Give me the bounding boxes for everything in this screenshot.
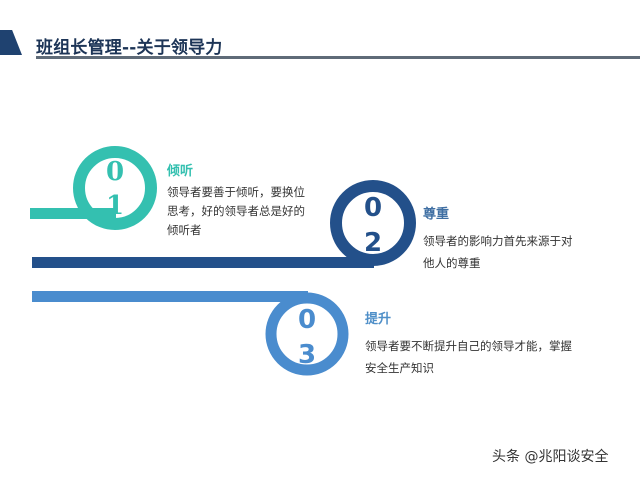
page-title: 班组长管理--关于领导力 (36, 38, 223, 58)
step-1-desc-line: 思考，好的领导者总是好的 (167, 204, 305, 218)
step-2-desc-line: 领导者的影响力首先来源于对 (423, 234, 573, 248)
watermark: 头条 @兆阳谈安全 (492, 449, 609, 465)
step-1-graphic: 0 1 (30, 146, 157, 230)
step-3-graphic: 0 3 (32, 291, 349, 376)
step-1-desc-line: 领导者要善于倾听，要换位 (167, 185, 305, 199)
step-1-description: 领导者要善于倾听，要换位 思考，好的领导者总是好的 倾听者 (167, 183, 305, 240)
step-2-number-top: 0 (364, 193, 382, 223)
step-3-description: 领导者要不断提升自己的领导才能，掌握 安全生产知识 (365, 335, 572, 379)
title-divider (36, 56, 640, 59)
step-3-title: 提升 (365, 312, 392, 327)
step-1-title: 倾听 (167, 164, 194, 179)
step-2-desc-line: 他人的尊重 (423, 256, 481, 270)
step-2-title: 尊重 (423, 207, 450, 222)
step-1-desc-line: 倾听者 (167, 223, 202, 237)
step-1-number-bottom: 1 (106, 191, 124, 221)
step-1-number-top: 0 (106, 157, 124, 187)
step-3-desc-line: 领导者要不断提升自己的领导才能，掌握 (365, 339, 572, 353)
step-3-number-bottom: 3 (298, 340, 316, 370)
step-3-desc-line: 安全生产知识 (365, 361, 434, 375)
step-2-graphic: 0 2 (32, 180, 416, 268)
step-2-description: 领导者的影响力首先来源于对 他人的尊重 (423, 230, 573, 274)
step-2-number-bottom: 2 (364, 228, 382, 258)
step-3-number-top: 0 (298, 305, 316, 335)
